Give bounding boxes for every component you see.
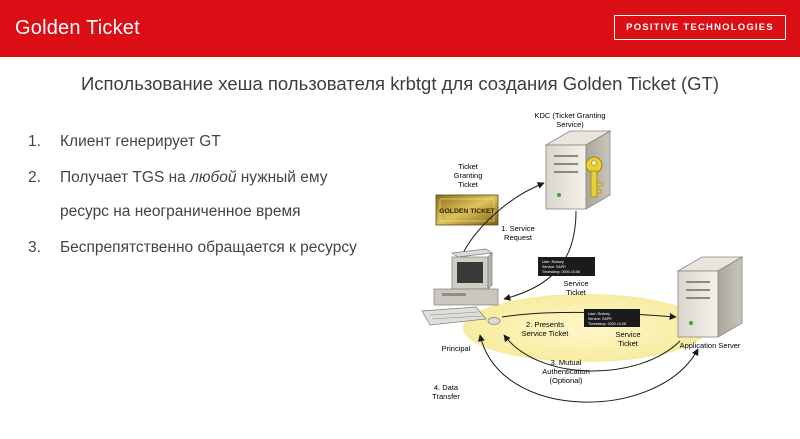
principal-label: Principal: [442, 344, 471, 353]
data-transfer-arrow: [477, 334, 699, 403]
step-text-emphasis: любой: [190, 169, 237, 186]
tgt-label-line1: Ticket: [458, 162, 479, 171]
ticket2-user: User: Rodney: [588, 312, 610, 316]
computer-icon: [421, 248, 501, 326]
kdc-label-line2: Service): [556, 120, 584, 129]
presents-line2: Service Ticket: [522, 329, 570, 338]
tgt-label-line2: Granting: [454, 171, 483, 180]
golden-ticket-text: GOLDEN TICKET: [439, 208, 495, 215]
ticket2-service: Service: SAPR: [588, 317, 612, 321]
brand-logo: Positive Technologies: [614, 15, 786, 40]
data-transfer-line1: 4. Data: [434, 383, 459, 392]
step-text: Беспрепятственно обращается к ресурсу: [60, 239, 357, 256]
ticket-user: User: Rodney: [542, 260, 564, 264]
step-text: Клиент генерирует GT: [60, 133, 221, 150]
header-bar: Golden Ticket Positive Technologies: [0, 0, 800, 57]
service-request-line1: 1. Service: [501, 224, 534, 233]
ticket-timestamp: Timestamp: 2000-10-08: [542, 270, 580, 274]
ticket-service: Service: SAPR: [542, 265, 566, 269]
golden-ticket-icon: GOLDEN TICKET: [435, 194, 499, 226]
kerberos-diagram: KDC (Ticket Granting Service) Ticket Gra…: [400, 103, 770, 423]
service-ticket-label-2b: Ticket: [618, 339, 639, 348]
slide-subtitle: Использование хеша пользователя krbtgt д…: [80, 73, 720, 94]
ticket2-timestamp: Timestamp: 2000-10-08: [588, 322, 626, 326]
step-text-after: нужный ему ресурс на неограниченное врем…: [60, 169, 328, 220]
data-transfer-line2: Transfer: [432, 392, 460, 401]
presents-ticket-arrow: [501, 312, 677, 320]
kdc-label-line1: KDC (Ticket Granting: [535, 111, 606, 120]
step-number: 1.: [28, 133, 41, 150]
server-icon: [676, 256, 744, 338]
presents-line1: 2. Presents: [526, 320, 564, 329]
steps-list: 1. Клиент генерирует GT 2. Получает TGS …: [28, 125, 378, 267]
step-text-before: Получает TGS на: [60, 169, 191, 186]
mutual-line1: 3. Mutual: [551, 358, 582, 367]
diagram-svg: KDC (Ticket Granting Service) Ticket Gra…: [421, 111, 744, 403]
step-number: 2.: [28, 169, 41, 186]
service-ticket-label-1b: Ticket: [566, 288, 587, 297]
service-ticket-icon: User: Rodney Service: SAPR Timestamp: 20…: [538, 257, 595, 276]
highlight-ellipse: [463, 294, 707, 362]
mutual-line2: Authentication: [542, 367, 590, 376]
mutual-line3: (Optional): [550, 376, 583, 385]
service-ticket-label-1a: Service: [563, 279, 588, 288]
step-item: 3. Беспрепятственно обращается к ресурсу: [28, 231, 378, 265]
service-ticket-icon: User: Rodney Service: SAPR Timestamp: 20…: [584, 309, 640, 327]
step-item: 1. Клиент генерирует GT: [28, 125, 378, 159]
step-item: 2. Получает TGS на любой нужный ему ресу…: [28, 161, 378, 229]
tgt-label-line3: Ticket: [458, 180, 479, 189]
key-icon: [585, 156, 603, 198]
app-server-label: Application Server: [680, 341, 741, 350]
slide-title: Golden Ticket: [15, 17, 140, 39]
service-request-line2: Request: [504, 233, 533, 242]
step-number: 3.: [28, 239, 41, 256]
service-request-arrow: [461, 182, 545, 256]
service-ticket-label-2a: Service: [615, 330, 640, 339]
